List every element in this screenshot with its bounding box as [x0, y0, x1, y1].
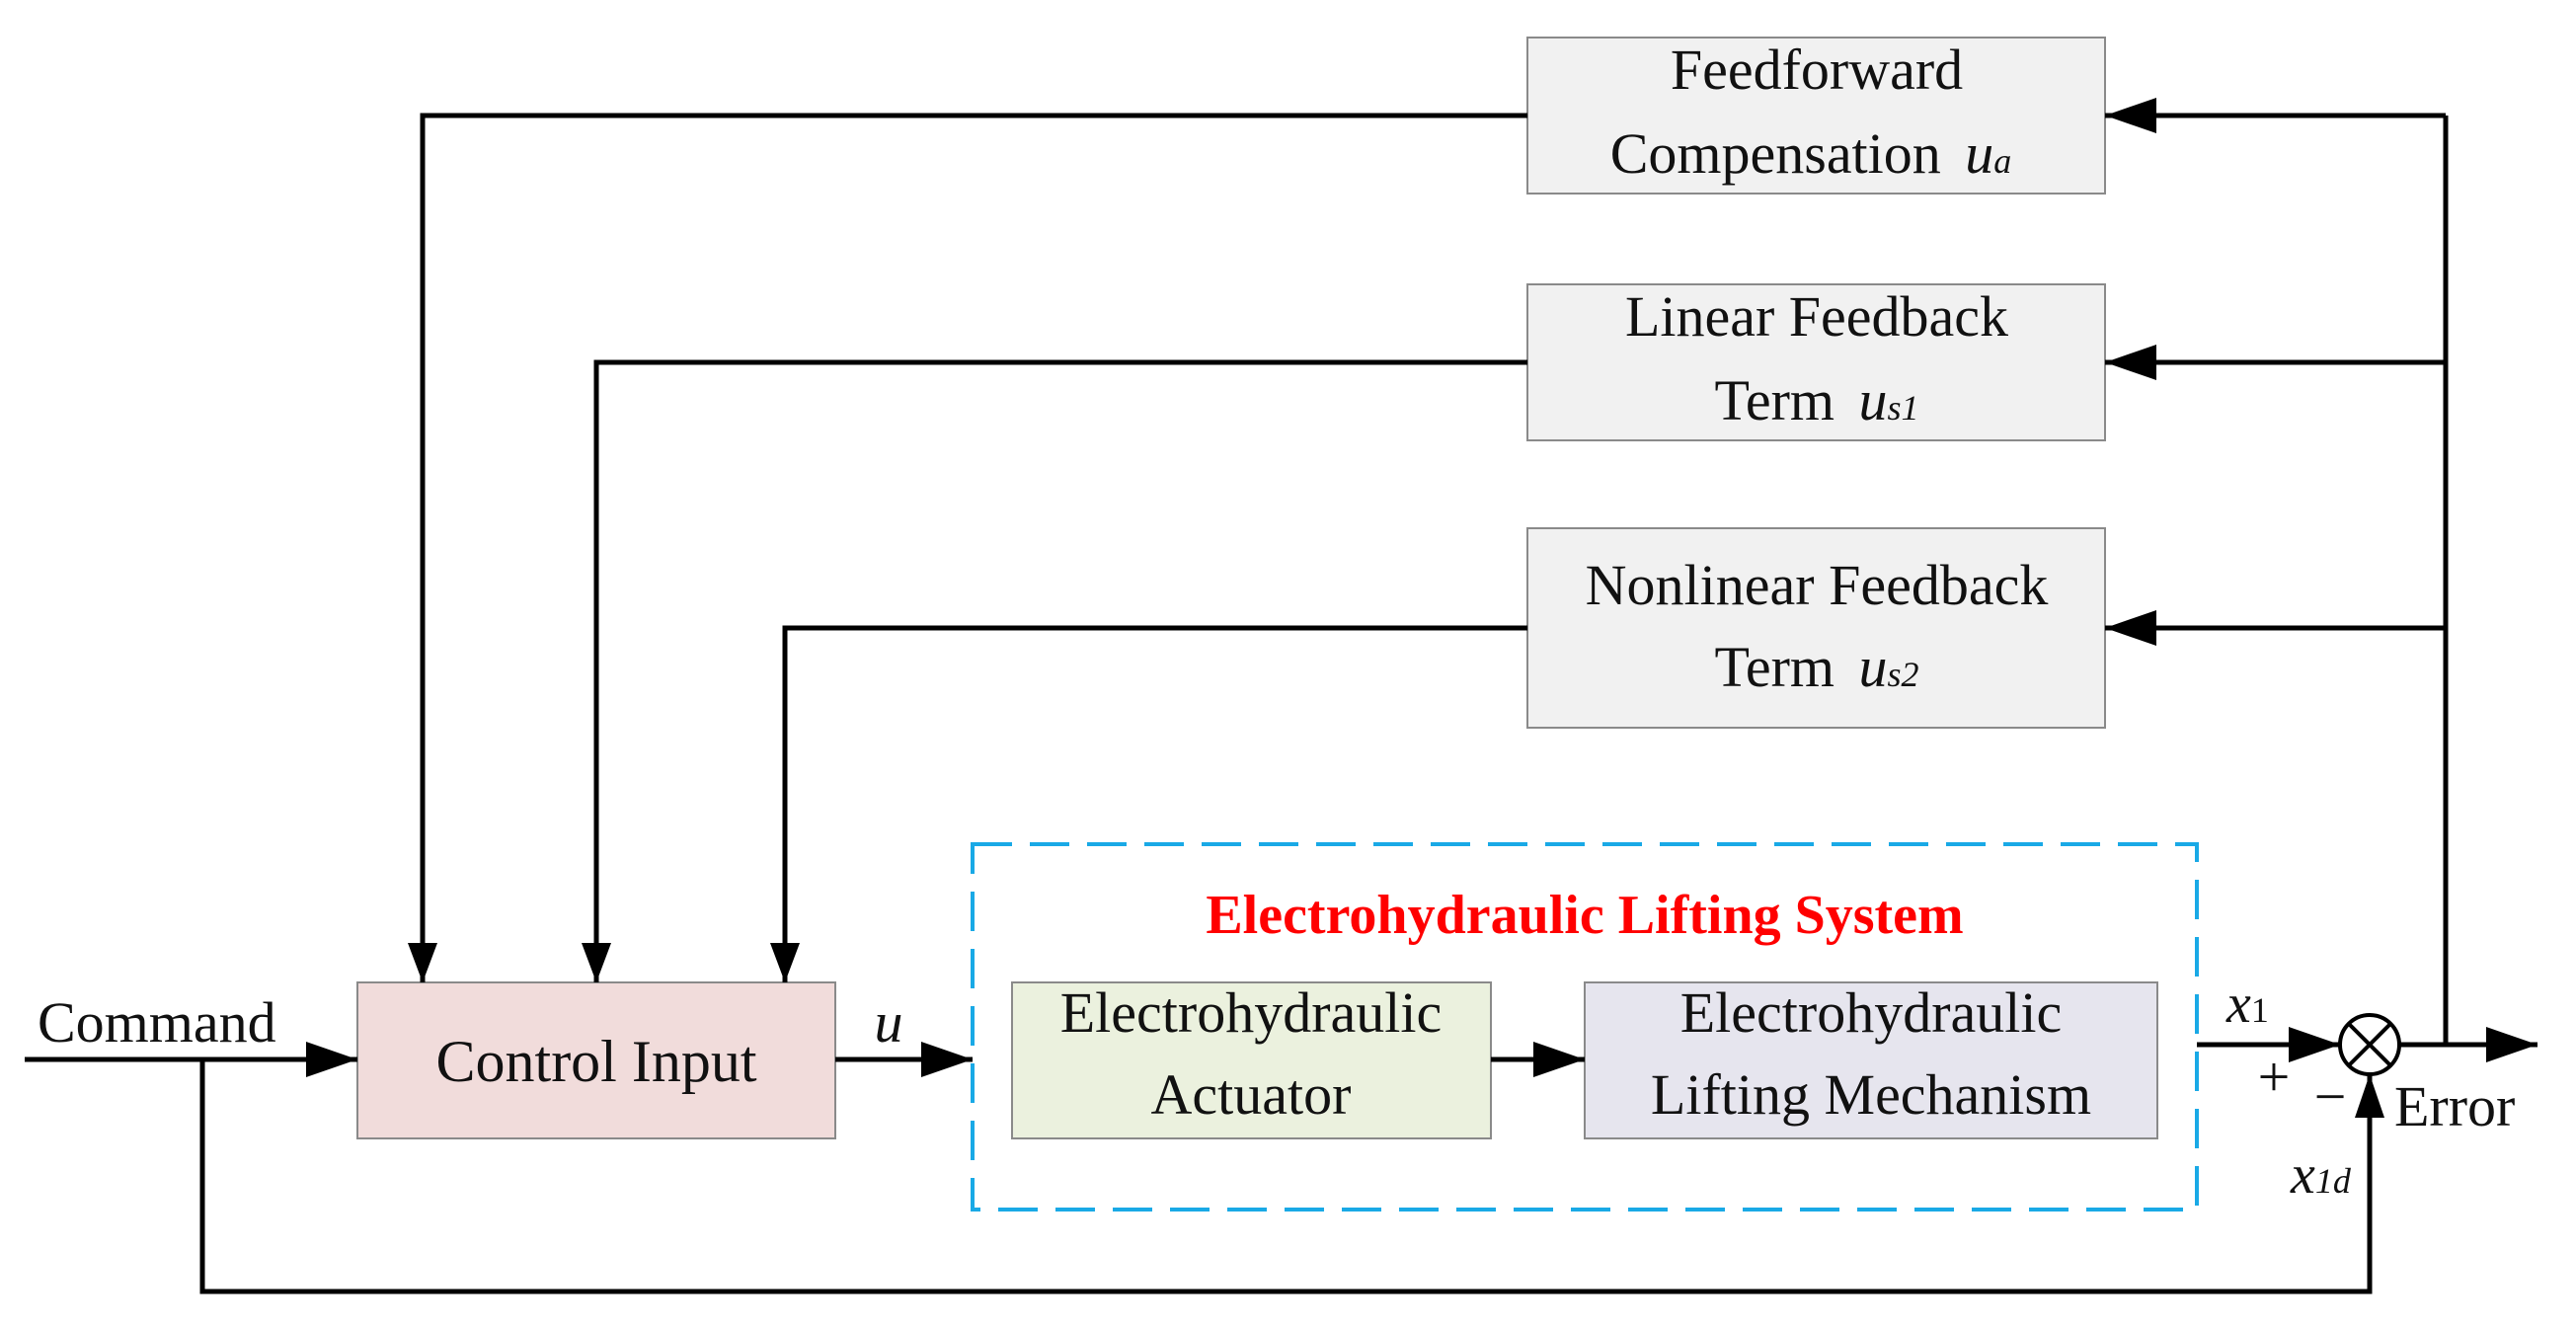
- x1-label: x1: [2225, 974, 2269, 1035]
- system-title: Electrohydraulic Lifting System: [1206, 885, 1963, 946]
- feedforward-line1: Feedforward: [1671, 38, 1963, 102]
- us1-path: [582, 359, 1527, 982]
- ua-path: [408, 113, 1527, 982]
- x1d-path: [199, 1059, 2384, 1294]
- command-label: Command: [38, 990, 276, 1055]
- feedforward-line2: Compensation ua: [1610, 121, 2012, 186]
- u-label: u: [875, 990, 903, 1055]
- nonlinear-feedback-line1: Nonlinear Feedback: [1586, 553, 2049, 617]
- circle-times-icon: [2338, 1013, 2401, 1076]
- control-input-label: Control Input: [436, 1029, 757, 1094]
- mechanism-block: Electrohydraulic Lifting Mechanism: [1584, 980, 2158, 1139]
- linear-feedback-line1: Linear Feedback: [1625, 284, 2008, 349]
- nonlinear-feedback-line2: Term us2: [1714, 635, 1918, 699]
- error-label: Error: [2394, 1074, 2515, 1138]
- mechanism-line2: Lifting Mechanism: [1651, 1062, 2091, 1127]
- signal-lines: [25, 98, 2537, 1294]
- plus-sign: +: [2258, 1045, 2291, 1109]
- lifting-system-frame: Electrohydraulic Lifting System: [971, 842, 2199, 1212]
- linear-feedback-block: Linear Feedback Term us1: [1526, 283, 2106, 441]
- control-input-block: Control Input: [356, 981, 836, 1139]
- minus-sign: −: [2314, 1064, 2347, 1129]
- feedforward-block: Feedforward Compensation ua: [1526, 37, 2106, 195]
- linear-feedback-line2: Term us1: [1714, 368, 1918, 432]
- actuator-line1: Electrohydraulic: [1060, 980, 1443, 1045]
- mechanism-line1: Electrohydraulic: [1680, 980, 2063, 1045]
- actuator-block: Electrohydraulic Actuator: [1011, 980, 1492, 1139]
- nonlinear-feedback-block: Nonlinear Feedback Term us2: [1526, 527, 2106, 729]
- x1d-label: x1d: [2290, 1144, 2352, 1206]
- actuator-line2: Actuator: [1151, 1062, 1352, 1127]
- us2-path: [770, 625, 1527, 982]
